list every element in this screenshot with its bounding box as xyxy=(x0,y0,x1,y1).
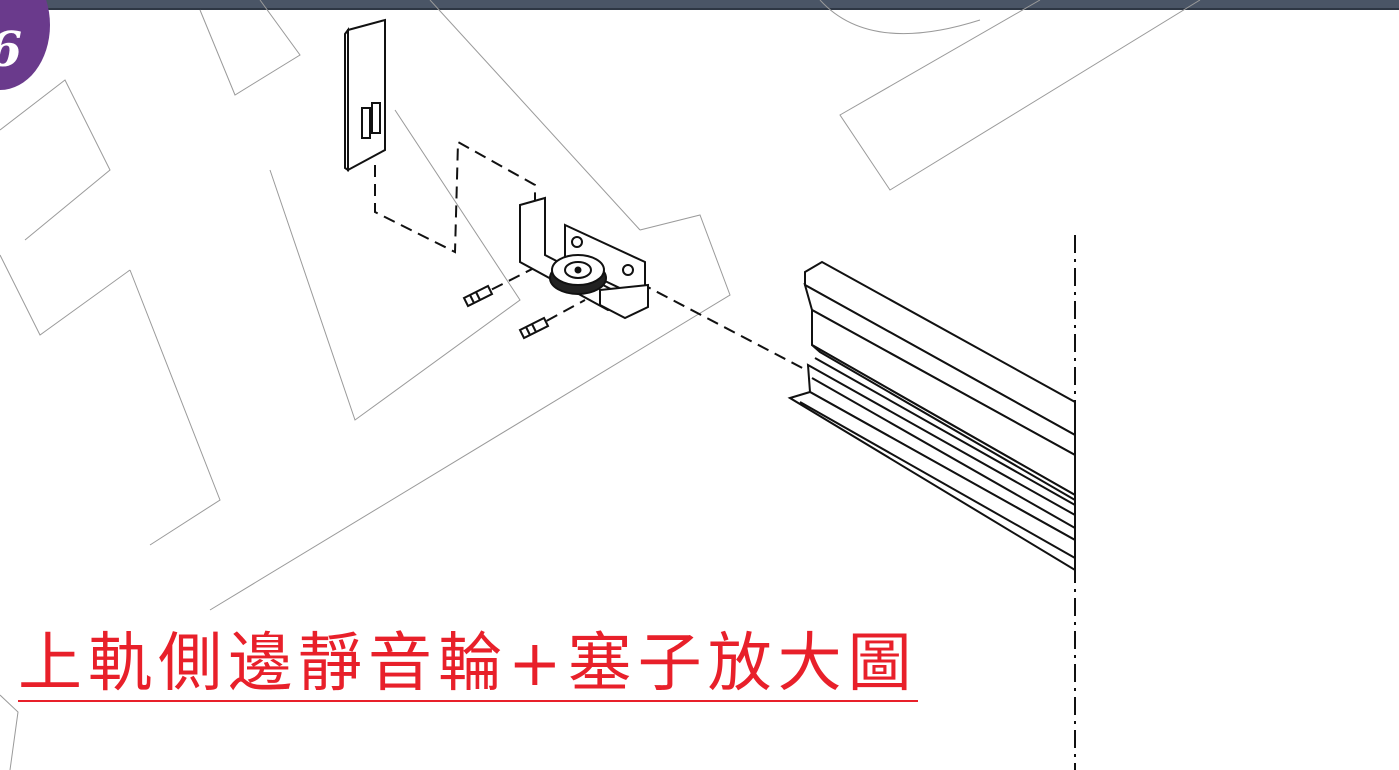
step-number-badge: 6 xyxy=(0,0,50,90)
door-plate xyxy=(344,18,386,172)
background-outlines xyxy=(0,0,1201,770)
screw-upper xyxy=(462,284,494,308)
top-header-bar xyxy=(0,0,1399,10)
caption-title: 上軌側邊靜音輪+塞子放大圖 xyxy=(18,627,918,701)
step-number: 6 xyxy=(0,22,22,78)
screw-lower xyxy=(518,316,550,340)
upper-rail xyxy=(787,260,1076,572)
caption-underline xyxy=(18,700,918,702)
silent-wheel xyxy=(549,254,607,295)
